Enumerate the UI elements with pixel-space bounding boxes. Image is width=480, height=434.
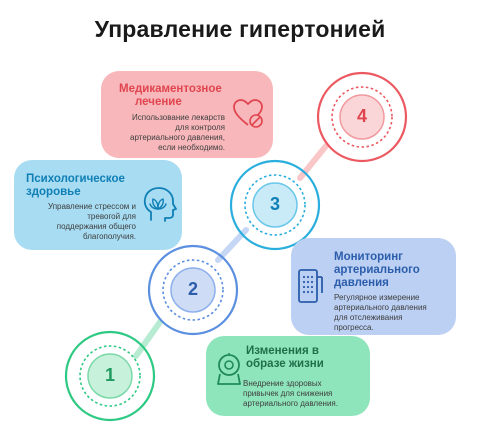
step-2-number: 2 [187,279,198,299]
mental-health-icon [143,187,177,222]
step-2-card: Мониторинг артериального давления Регуля… [291,238,456,335]
step-3-card: Психологическое здоровье Управление стре… [14,160,182,250]
step-4-card: Медикаментозное лечение Использование ле… [101,71,273,158]
step-4-description: Использование лекарств для контроля арте… [130,113,225,152]
step-2-heading: Мониторинг артериального давления [334,251,420,289]
step-1-description: Внедрение здоровых привычек для снижения… [243,379,338,408]
lifestyle-icon [217,353,241,385]
step-1-number: 1 [104,365,115,385]
step-4-heading: Медикаментозное лечение [119,83,222,108]
step-1-heading: Изменения в образе жизни [246,345,324,370]
step-3-description: Управление стрессом и тревогой для подде… [48,202,136,241]
page-title: Управление гипертонией [94,16,386,42]
step-3-heading: Психологическое здоровье [26,173,125,198]
step-4-number: 4 [356,106,367,126]
step-3-number: 3 [269,194,280,214]
blood-pressure-monitor-icon [298,269,323,303]
step-1-card: Изменения в образе жизни Внедрение здоро… [206,336,370,416]
step-2-description: Регулярное измерение артериального давле… [334,293,427,332]
medication-heart-icon [233,99,263,128]
